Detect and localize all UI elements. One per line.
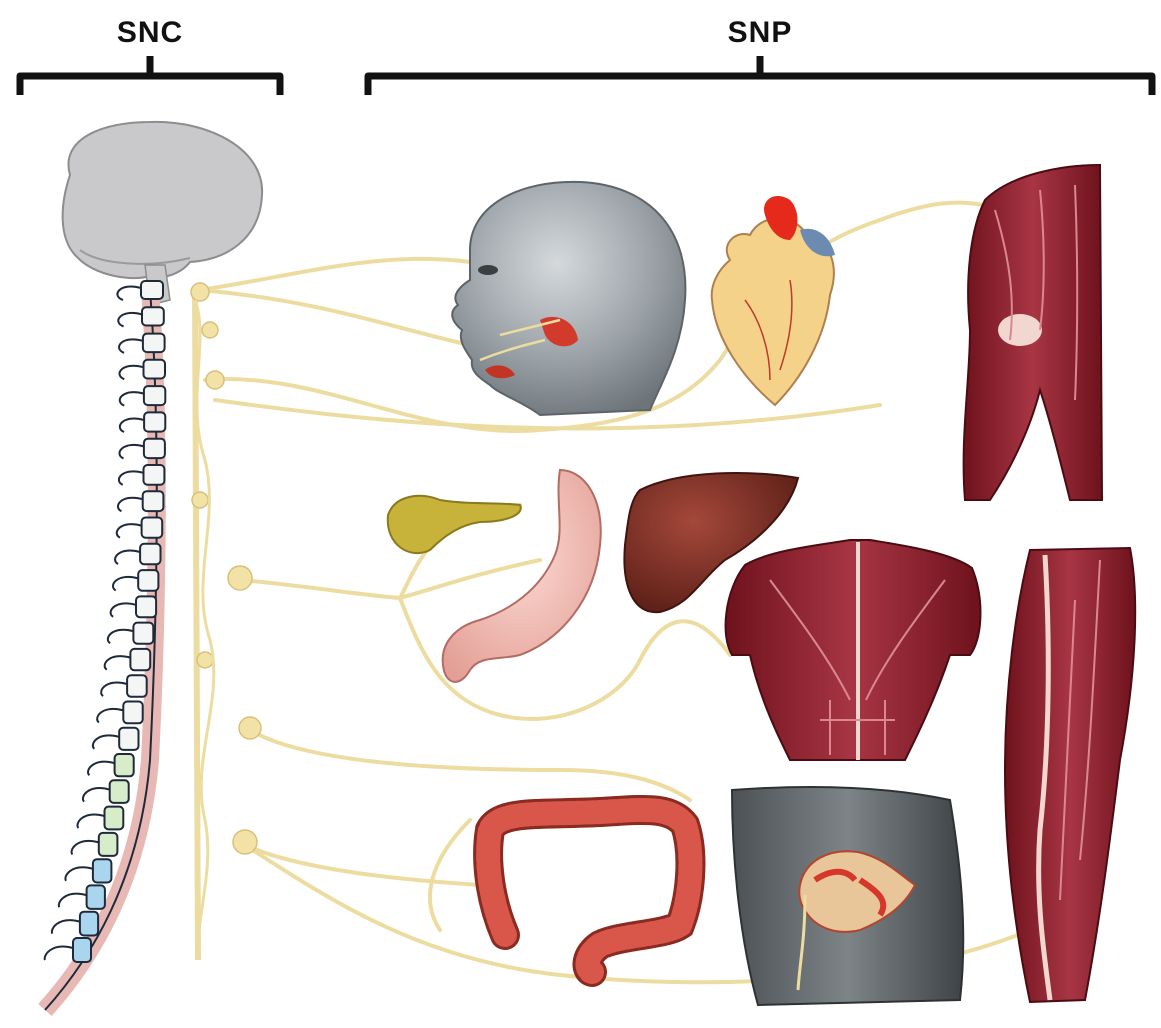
vertebra bbox=[93, 859, 112, 882]
vertebra-process bbox=[88, 762, 115, 775]
vertebra-process bbox=[52, 920, 80, 933]
colon-icon bbox=[488, 810, 690, 972]
vertebra-process bbox=[65, 867, 92, 880]
vertebra bbox=[123, 702, 142, 724]
vertebra-process bbox=[108, 630, 134, 643]
vertebra-process bbox=[120, 366, 144, 379]
vertebra-process bbox=[115, 551, 140, 564]
vertebra bbox=[87, 885, 105, 909]
vertebra bbox=[133, 623, 153, 644]
vertebra-process bbox=[97, 709, 123, 722]
heart-icon bbox=[712, 196, 835, 405]
vertebra bbox=[115, 754, 134, 776]
vertebra-process bbox=[120, 392, 144, 405]
vertebra-process bbox=[119, 339, 143, 352]
vertebra-process bbox=[111, 603, 136, 616]
vertebra bbox=[144, 360, 166, 379]
vertebra bbox=[105, 807, 124, 830]
arm-muscle-icon bbox=[964, 165, 1102, 500]
vertebra-process bbox=[59, 894, 87, 907]
vertebra-process bbox=[93, 735, 119, 748]
vertebra-process bbox=[117, 287, 141, 300]
vertebra bbox=[110, 780, 129, 803]
vertebra-process bbox=[119, 445, 143, 458]
vertebra bbox=[140, 544, 160, 564]
vertebra-process bbox=[72, 841, 99, 854]
vertebra-process bbox=[45, 947, 73, 960]
vertebra bbox=[144, 412, 165, 431]
vertebra-process bbox=[118, 498, 143, 511]
vertebra bbox=[80, 912, 98, 936]
vertebra bbox=[136, 596, 156, 617]
vertebra bbox=[119, 728, 138, 750]
vertebra bbox=[138, 570, 158, 591]
back-muscle-icon bbox=[726, 540, 981, 760]
vertebra-process bbox=[120, 419, 144, 432]
brain-icon bbox=[63, 122, 262, 305]
spinal-cord-icon bbox=[45, 281, 261, 1010]
vertebra bbox=[144, 465, 165, 485]
vertebra-process bbox=[78, 815, 105, 828]
vertebra-process bbox=[118, 313, 142, 326]
vertebra bbox=[142, 518, 163, 538]
vertebra bbox=[130, 649, 150, 670]
vertebra-process bbox=[119, 471, 144, 484]
vertebra bbox=[144, 386, 165, 405]
vertebra bbox=[143, 334, 165, 353]
vertebra bbox=[141, 281, 163, 299]
head-icon bbox=[452, 182, 685, 415]
vertebra bbox=[73, 938, 91, 962]
vertebra-process bbox=[105, 656, 131, 669]
vertebra bbox=[99, 833, 118, 856]
vertebra-process bbox=[113, 577, 138, 590]
cns-label: SNC bbox=[117, 16, 183, 49]
cns-bracket: SNC bbox=[20, 16, 280, 95]
leg-muscle-icon bbox=[1005, 548, 1135, 1002]
pns-label: SNP bbox=[728, 16, 793, 49]
vertebra bbox=[127, 675, 147, 697]
uterus-icon bbox=[732, 787, 963, 1005]
vertebra-process bbox=[101, 683, 127, 696]
vertebra-process bbox=[83, 788, 110, 801]
pancreas-icon bbox=[388, 496, 521, 553]
vertebra-process bbox=[117, 524, 142, 537]
vertebra bbox=[144, 439, 165, 458]
vertebra bbox=[142, 307, 164, 325]
vertebra bbox=[143, 491, 164, 511]
pns-bracket: SNP bbox=[368, 16, 1152, 95]
